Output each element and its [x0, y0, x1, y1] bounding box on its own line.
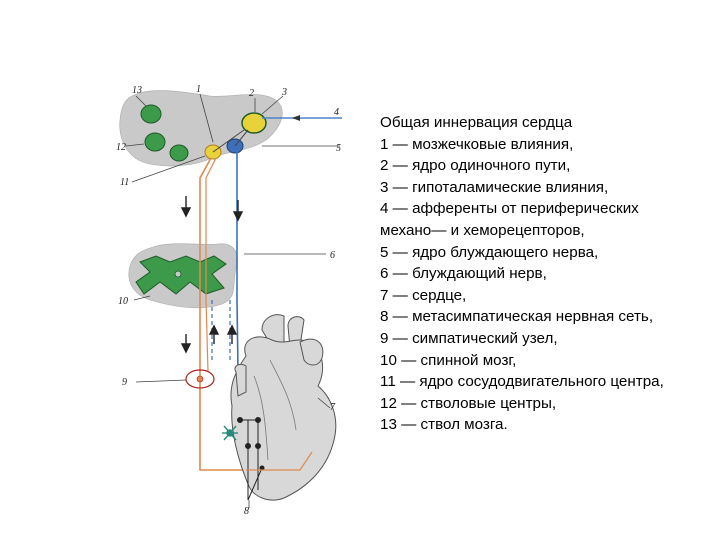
heart-sympathetic-branch — [246, 451, 313, 471]
ganglion-cell — [196, 375, 204, 383]
legend-item: 11 — ядро сосудодвигательного центра, — [380, 373, 664, 391]
heart-vessel-line-2 — [253, 375, 269, 461]
heart — [230, 314, 337, 501]
legend-item: 9 — симпатический узел, — [380, 329, 558, 347]
callout-11: 11 — [120, 177, 129, 188]
legend-title: Общая иннервация сердца — [380, 114, 573, 131]
metasympathetic-network — [237, 417, 265, 501]
callout-8: 8 — [244, 506, 249, 517]
callout-1: 1 — [196, 84, 201, 95]
callout-6: 6 — [330, 250, 335, 261]
sympathetic-pathway-2 — [205, 157, 217, 373]
callout-7: 7 — [330, 402, 336, 413]
stem-link-1 — [212, 129, 245, 153]
legend-item: 4 — афференты от периферических механо— … — [380, 200, 639, 239]
callout-3: 3 — [281, 87, 287, 98]
metasympathetic-plexus — [222, 425, 238, 441]
callout-5: 5 — [336, 143, 341, 154]
legend-item: 2 — ядро одиночного пути, — [380, 157, 571, 175]
callout-2: 2 — [249, 88, 254, 99]
callout-13: 13 — [132, 85, 142, 96]
stem-center-3 — [169, 144, 189, 162]
sympathetic-pathway — [199, 157, 246, 471]
legend-item: 13 — ствол мозга. — [380, 416, 508, 434]
legend-item: 10 — спинной мозг, — [380, 351, 517, 369]
leader-lines — [125, 93, 340, 508]
legend-item: 6 — блуждающий нерв, — [380, 265, 547, 283]
callout-4: 4 — [334, 107, 339, 118]
stem-center-2 — [144, 132, 166, 152]
legend-item: 7 — сердце, — [380, 286, 467, 304]
vagus-nerve — [236, 152, 241, 397]
heart-vessel-line-1 — [269, 359, 297, 431]
afferent-arrow — [292, 115, 300, 121]
legend: Общая иннервация сердца 1 — мозжечковые … — [380, 112, 680, 436]
legend-item: 3 — гипоталамические влияния, — [380, 178, 609, 196]
legend-item: 12 — стволовые центры, — [380, 394, 557, 412]
central-canal — [174, 270, 182, 278]
callout-12: 12 — [116, 142, 126, 153]
legend-item: 1 — мозжечковые влияния, — [380, 135, 574, 153]
sympathetic-ganglion — [185, 369, 215, 389]
solitary-nucleus — [241, 112, 267, 134]
legend-item: 5 — ядро блуждающего нерва, — [380, 243, 599, 261]
callout-10: 10 — [118, 296, 128, 307]
stem-center-1 — [140, 104, 162, 124]
stem-link-2 — [234, 129, 249, 147]
legend-item: 8 — метасимпатическая нервная сеть, — [380, 308, 654, 326]
callout-9: 9 — [122, 377, 127, 388]
flow-arrows — [180, 196, 244, 354]
